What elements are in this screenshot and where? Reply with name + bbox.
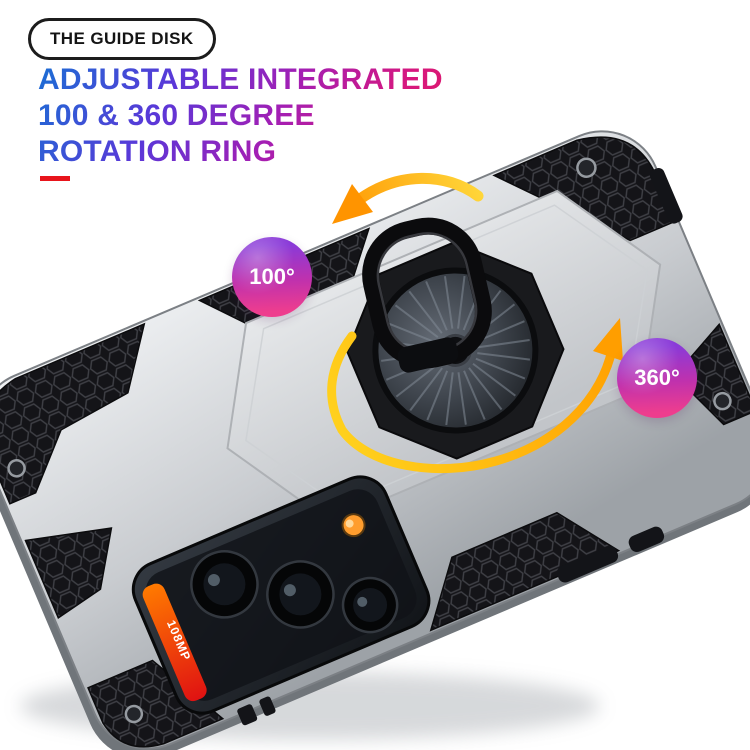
corner-screws — [7, 157, 732, 724]
camera-module: 108MP — [131, 475, 431, 715]
rotation-arrow-100-arrowhead — [332, 184, 373, 224]
rotation-arc-360-arrowhead — [593, 318, 623, 361]
armor-accents — [0, 136, 750, 748]
phone-case: 108MP — [0, 130, 750, 750]
camera-flash — [341, 513, 366, 538]
rotation-360-badge: 360° — [617, 338, 697, 418]
headline-line-1: ADJUSTABLE INTEGRATED — [38, 63, 443, 96]
rotation-100-badge-label: 100° — [249, 264, 295, 289]
rotation-arc-360 — [327, 331, 617, 474]
guide-disk-badge: THE GUIDE DISK — [28, 18, 216, 60]
headline-line-2: 100 & 360 DEGREE — [38, 99, 315, 132]
disc-brushed-rays — [380, 275, 531, 426]
camera-brand-stripe — [142, 583, 207, 702]
camera-flash-highlight — [345, 519, 354, 528]
guide-disk-badge-label: THE GUIDE DISK — [50, 29, 194, 48]
headline: ADJUSTABLE INTEGRATED 100 & 360 DEGREE R… — [38, 62, 443, 170]
ring-hinge — [397, 337, 459, 373]
camera-lenses — [190, 550, 399, 634]
rotation-360-badge-label: 360° — [634, 365, 680, 390]
rotation-arrow-100 — [354, 172, 484, 205]
headline-line-3: ROTATION RING — [38, 135, 277, 168]
side-buttons — [237, 168, 683, 726]
rotation-100-badge: 100° — [232, 237, 312, 317]
red-underline — [40, 176, 70, 181]
